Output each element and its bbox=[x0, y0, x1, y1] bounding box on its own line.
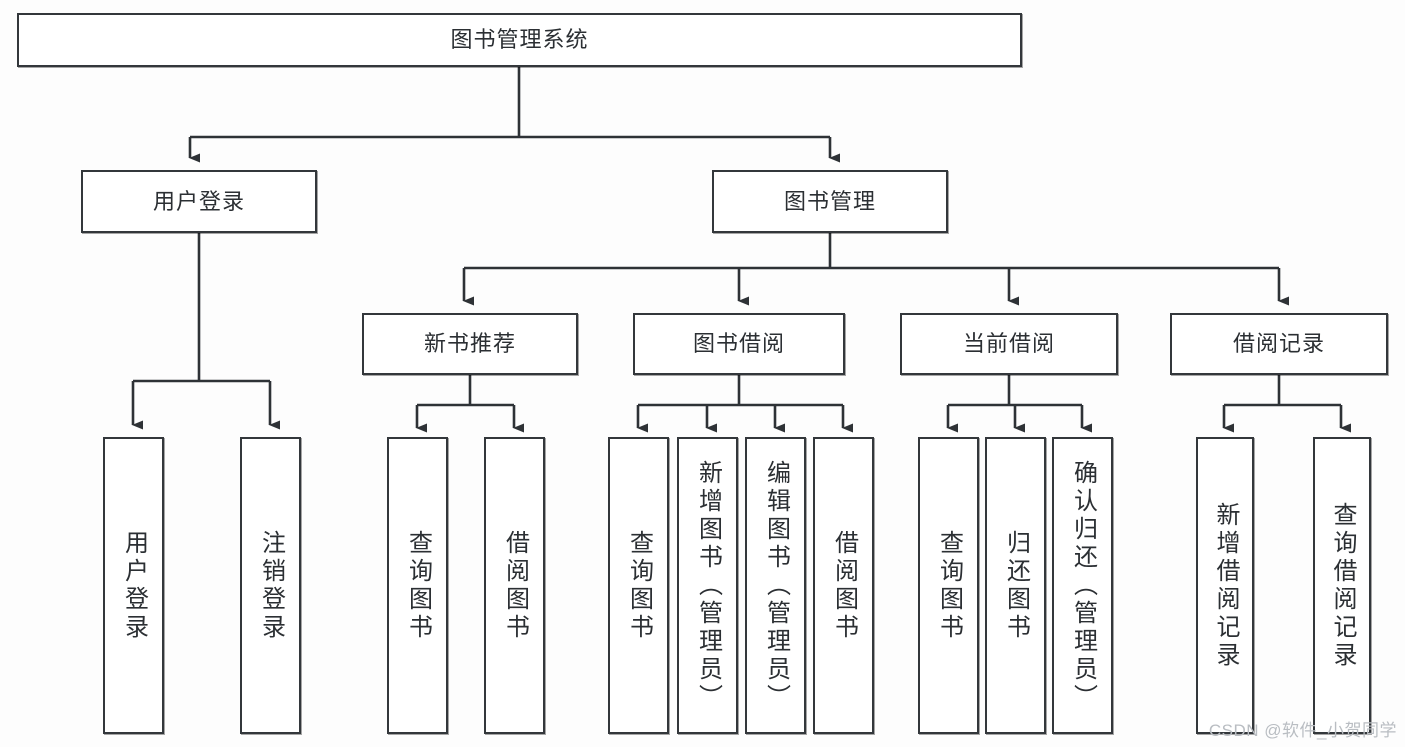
node-label: 新增借阅记录 bbox=[1212, 501, 1239, 670]
node-label: 图书借阅 bbox=[692, 331, 785, 357]
node-label: 查询图书 bbox=[404, 529, 432, 642]
node-label: 确认归还（管理员） bbox=[1069, 459, 1097, 712]
node-borrow-record[interactable]: 借阅记录 bbox=[1170, 313, 1388, 375]
node-label: 借阅图书 bbox=[501, 529, 529, 642]
node-label: 查询图书 bbox=[625, 529, 653, 642]
node-leaf-borrow-book-rec[interactable]: 借阅图书 bbox=[484, 437, 545, 734]
node-leaf-add-borrow-record[interactable]: 新增借阅记录 bbox=[1196, 437, 1254, 734]
node-leaf-edit-book[interactable]: 编辑图书（管理员） bbox=[745, 437, 806, 734]
node-label: 归还图书 bbox=[1002, 529, 1030, 642]
node-label: 编辑图书（管理员） bbox=[762, 459, 790, 712]
node-leaf-query-book-borrow[interactable]: 查询图书 bbox=[608, 437, 669, 734]
node-leaf-user-login[interactable]: 用户登录 bbox=[103, 437, 164, 734]
node-root[interactable]: 图书管理系统 bbox=[17, 13, 1022, 67]
node-book-manage[interactable]: 图书管理 bbox=[712, 170, 948, 233]
node-leaf-query-borrow-record[interactable]: 查询借阅记录 bbox=[1313, 437, 1371, 734]
node-leaf-return-book[interactable]: 归还图书 bbox=[985, 437, 1046, 734]
node-leaf-borrow-book[interactable]: 借阅图书 bbox=[813, 437, 874, 734]
node-leaf-query-book-rec[interactable]: 查询图书 bbox=[387, 437, 448, 734]
node-label: 用户登录 bbox=[152, 188, 245, 214]
node-label: 借阅图书 bbox=[830, 529, 858, 642]
node-new-book-recommend[interactable]: 新书推荐 bbox=[362, 313, 578, 375]
node-label: 图书管理系统 bbox=[450, 27, 589, 53]
watermark-text: CSDN @软件_小贺同学 bbox=[1208, 721, 1397, 740]
node-label: 图书管理 bbox=[783, 188, 876, 214]
node-book-borrow[interactable]: 图书借阅 bbox=[633, 313, 845, 375]
node-label: 当前借阅 bbox=[962, 331, 1055, 357]
node-leaf-query-book-current[interactable]: 查询图书 bbox=[918, 437, 979, 734]
node-leaf-confirm-return[interactable]: 确认归还（管理员） bbox=[1052, 437, 1113, 734]
node-label: 注销登录 bbox=[257, 529, 285, 642]
node-label: 查询图书 bbox=[935, 529, 963, 642]
node-leaf-add-book[interactable]: 新增图书（管理员） bbox=[677, 437, 738, 734]
node-label: 用户登录 bbox=[120, 529, 148, 642]
node-current-borrow[interactable]: 当前借阅 bbox=[900, 313, 1118, 375]
node-user-login[interactable]: 用户登录 bbox=[81, 170, 317, 233]
node-label: 新书推荐 bbox=[423, 331, 516, 357]
node-label: 新增图书（管理员） bbox=[694, 459, 722, 712]
node-leaf-logout[interactable]: 注销登录 bbox=[240, 437, 301, 734]
node-label: 借阅记录 bbox=[1232, 331, 1325, 357]
node-label: 查询借阅记录 bbox=[1329, 501, 1356, 670]
